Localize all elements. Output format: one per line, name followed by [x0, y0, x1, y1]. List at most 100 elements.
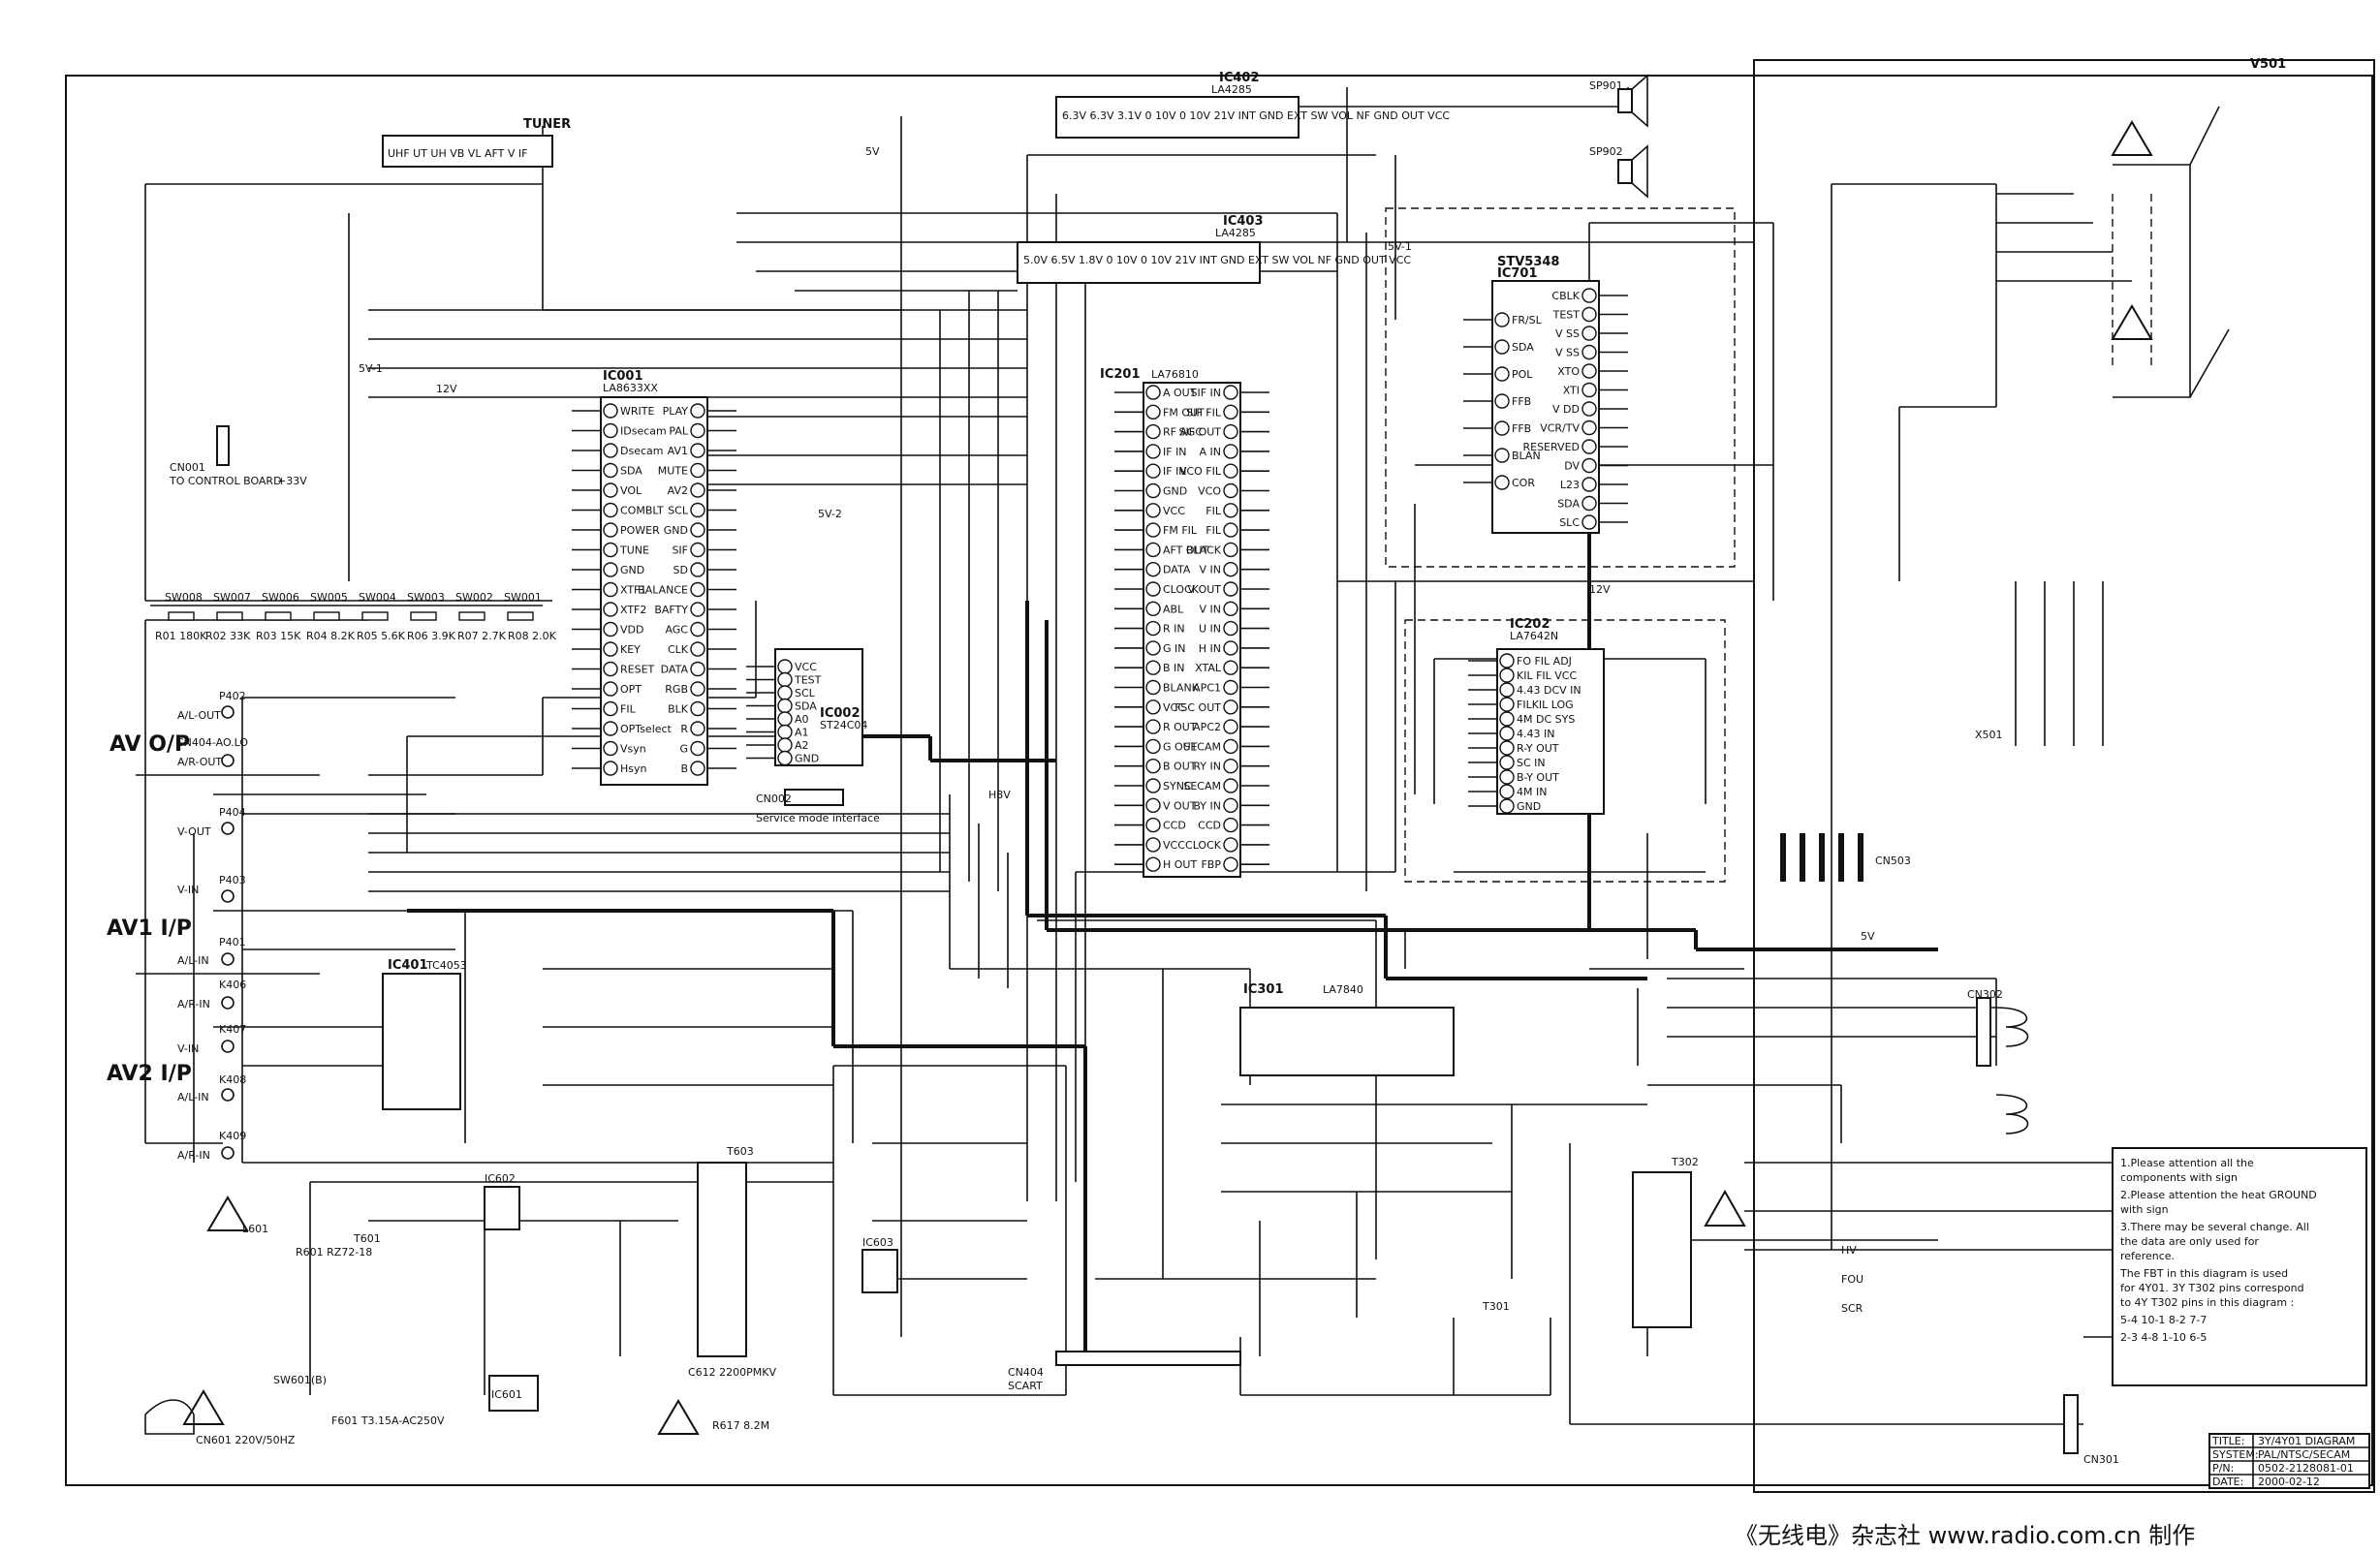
- pin-marker: [1145, 778, 1161, 793]
- pin-marker: [603, 661, 618, 677]
- frame: [65, 75, 2373, 1486]
- cn404-ref: CN404: [1008, 1366, 1044, 1379]
- cn501-connector: CN503 X501: [1780, 729, 2003, 882]
- warning-icon: [1704, 1189, 1746, 1227]
- ic403-block: IC403 LA4285 5.0V 6.5V 1.8V 0 10V 0 10V …: [1017, 214, 1411, 284]
- pin-marker: [1145, 797, 1161, 813]
- pin-label: XTF1: [620, 584, 646, 597]
- pin-marker: [690, 661, 705, 677]
- v501-ref: V501: [2250, 57, 2286, 72]
- switch-resistor-label: R05 5.6K: [357, 630, 406, 642]
- pin-marker: [1223, 699, 1238, 715]
- system-label: SYSTEM:: [2212, 1448, 2259, 1461]
- pin-label: POL: [1512, 368, 1533, 381]
- ic001-right-pins: PLAYPALAV1MUTEAV2SCLGNDSIFSDBALANCEBAFTY…: [638, 403, 736, 776]
- pin-marker: [690, 562, 705, 577]
- pin-label: GND: [620, 564, 644, 576]
- pin-marker: [1145, 856, 1161, 872]
- pn-label: P/N:: [2212, 1462, 2234, 1475]
- pin-marker: [1499, 697, 1515, 712]
- pin-label: A0: [795, 713, 809, 726]
- pin-label: R IN: [1163, 623, 1185, 636]
- pin-marker: [1581, 457, 1597, 474]
- pin-label: SECAM: [1183, 780, 1221, 793]
- pin-label: VCC: [1163, 505, 1185, 517]
- pin-marker: [603, 621, 618, 637]
- pin-marker: [1145, 679, 1161, 696]
- pin-label: FM OUT: [1163, 406, 1205, 419]
- pin-marker: [1223, 837, 1238, 853]
- switch-resistor-label: R07 2.7K: [457, 630, 507, 642]
- ic402-part: LA4285: [1211, 83, 1252, 96]
- pin-marker: [1145, 385, 1161, 400]
- ic301-block: IC301 LA7840: [1239, 982, 1455, 1076]
- pin-label: Hsyn: [620, 762, 647, 775]
- v-in-label-2: V-IN: [177, 1042, 199, 1055]
- pin-label: AV1: [668, 445, 688, 457]
- note-line: for 4Y01. 3Y T302 pins correspond: [2120, 1282, 2304, 1294]
- cn001-ref: CN001: [170, 461, 205, 474]
- pin-marker: [1581, 382, 1597, 398]
- speakers: SP901 SP902: [1589, 74, 1648, 199]
- switch-resistor-label: R06 3.9K: [407, 630, 456, 642]
- pin-label: SD: [673, 564, 688, 576]
- switch-label: SW007: [213, 591, 251, 604]
- pin-label: V IN: [1200, 603, 1222, 615]
- pin-marker: [777, 737, 793, 753]
- pin-marker: [1581, 420, 1597, 436]
- crt-neck: V501: [2112, 57, 2286, 398]
- pin-marker: [1145, 699, 1161, 715]
- pin-label: FIL: [620, 703, 637, 716]
- pin-label: SIF IN: [1190, 387, 1221, 399]
- note-line: 5-4 10-1 8-2 7-7: [2120, 1314, 2207, 1326]
- pin-marker: [1499, 769, 1515, 785]
- pin-label: XTI: [1563, 385, 1580, 397]
- ic001-part: LA8633XX: [603, 382, 658, 394]
- rail-h8v: H8V: [988, 789, 1011, 801]
- pin-marker: [1581, 439, 1597, 454]
- pin-marker: [1223, 601, 1238, 616]
- pin-marker: [1223, 562, 1238, 577]
- pin-marker: [1581, 401, 1597, 417]
- pin-marker: [603, 403, 618, 419]
- pin-label: U IN: [1199, 623, 1221, 636]
- pin-marker: [603, 542, 618, 558]
- pin-label: AV2: [668, 484, 688, 497]
- pin-marker: [1145, 562, 1161, 577]
- pin-label: BY IN: [1193, 799, 1221, 812]
- pin-label: CLOCK: [1163, 583, 1200, 596]
- switch-resistor-label: R01 180K: [155, 630, 207, 642]
- pin-label: G IN: [1163, 642, 1186, 655]
- pin-label: FR/SL: [1512, 314, 1543, 326]
- pin-marker: [1223, 581, 1238, 597]
- pin-label: BAFTY: [654, 604, 688, 616]
- cn503-label: CN503: [1875, 855, 1911, 867]
- pin-label: FO FIL ADJ: [1517, 655, 1572, 668]
- pin-marker: [1145, 482, 1161, 499]
- pin-marker: [1145, 463, 1161, 479]
- pin-marker: [690, 542, 705, 558]
- pin-label: B: [680, 762, 688, 775]
- pin-label: RF AGC: [1163, 426, 1203, 439]
- pin-marker: [603, 502, 618, 518]
- pin-marker: [603, 422, 618, 439]
- pin-marker: [777, 671, 793, 688]
- pin-marker: [1494, 393, 1510, 409]
- pin-label: SCL: [795, 687, 816, 699]
- pin-label: IF IN: [1163, 465, 1187, 478]
- rail-12v-ic202: 12V: [1589, 583, 1611, 596]
- pin-marker: [1223, 856, 1238, 872]
- pin-label: SDA: [620, 465, 642, 478]
- key-switch: [410, 611, 437, 621]
- pin-marker: [603, 700, 618, 717]
- pin-label: WRITE: [620, 405, 654, 418]
- pin-marker: [1223, 444, 1238, 459]
- pin-label: RGB: [665, 683, 688, 696]
- pin-label: SDA: [795, 700, 817, 713]
- note-line: with sign: [2120, 1203, 2169, 1216]
- rail-5v2-ic002: 5V-2: [818, 508, 842, 520]
- pin-marker: [1581, 326, 1597, 341]
- pin-marker: [1223, 385, 1238, 400]
